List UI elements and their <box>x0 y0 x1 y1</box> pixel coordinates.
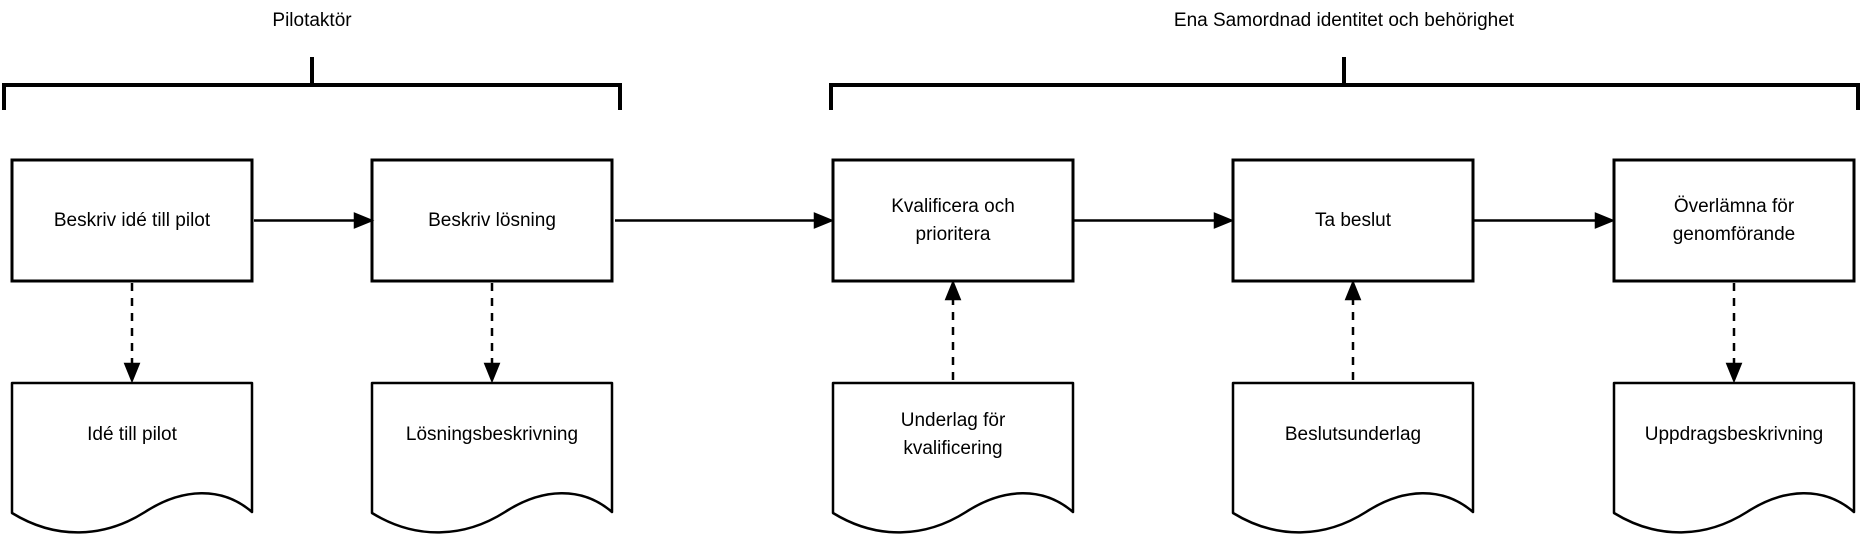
process-box-kvalificera <box>831 158 1075 283</box>
document-arrow-down-5 <box>1725 283 1743 384</box>
group-label-ena-samordnad: Ena Samordnad identitet och behörighet <box>1173 10 1515 31</box>
flow-arrow-3 <box>1074 212 1235 229</box>
document-shape-underlag <box>831 381 1075 534</box>
document-shape-beslutsunderlag <box>1231 381 1475 534</box>
flow-arrow-4 <box>1474 212 1616 229</box>
process-box-beskriv-losning <box>370 158 614 283</box>
document-arrow-down-2 <box>483 283 501 384</box>
document-shape-uppdragsbeskrivning <box>1612 381 1856 534</box>
process-box-ta-beslut <box>1231 158 1475 283</box>
process-box-beskriv-ide <box>10 158 254 283</box>
flow-arrow-2 <box>615 212 835 229</box>
group-bracket-pilotaktor <box>2 57 622 110</box>
document-shape-losningsbeskrivning <box>370 381 614 534</box>
group-label-pilotaktor: Pilotaktör <box>272 10 352 31</box>
process-box-overlamna <box>1612 158 1856 283</box>
document-arrow-up-3 <box>944 279 962 380</box>
flow-arrow-1 <box>254 212 375 229</box>
document-arrow-up-4 <box>1344 279 1362 380</box>
document-arrow-down-1 <box>123 283 141 384</box>
group-bracket-ena-samordnad <box>829 57 1860 110</box>
document-shape-ide-till-pilot <box>10 381 254 534</box>
